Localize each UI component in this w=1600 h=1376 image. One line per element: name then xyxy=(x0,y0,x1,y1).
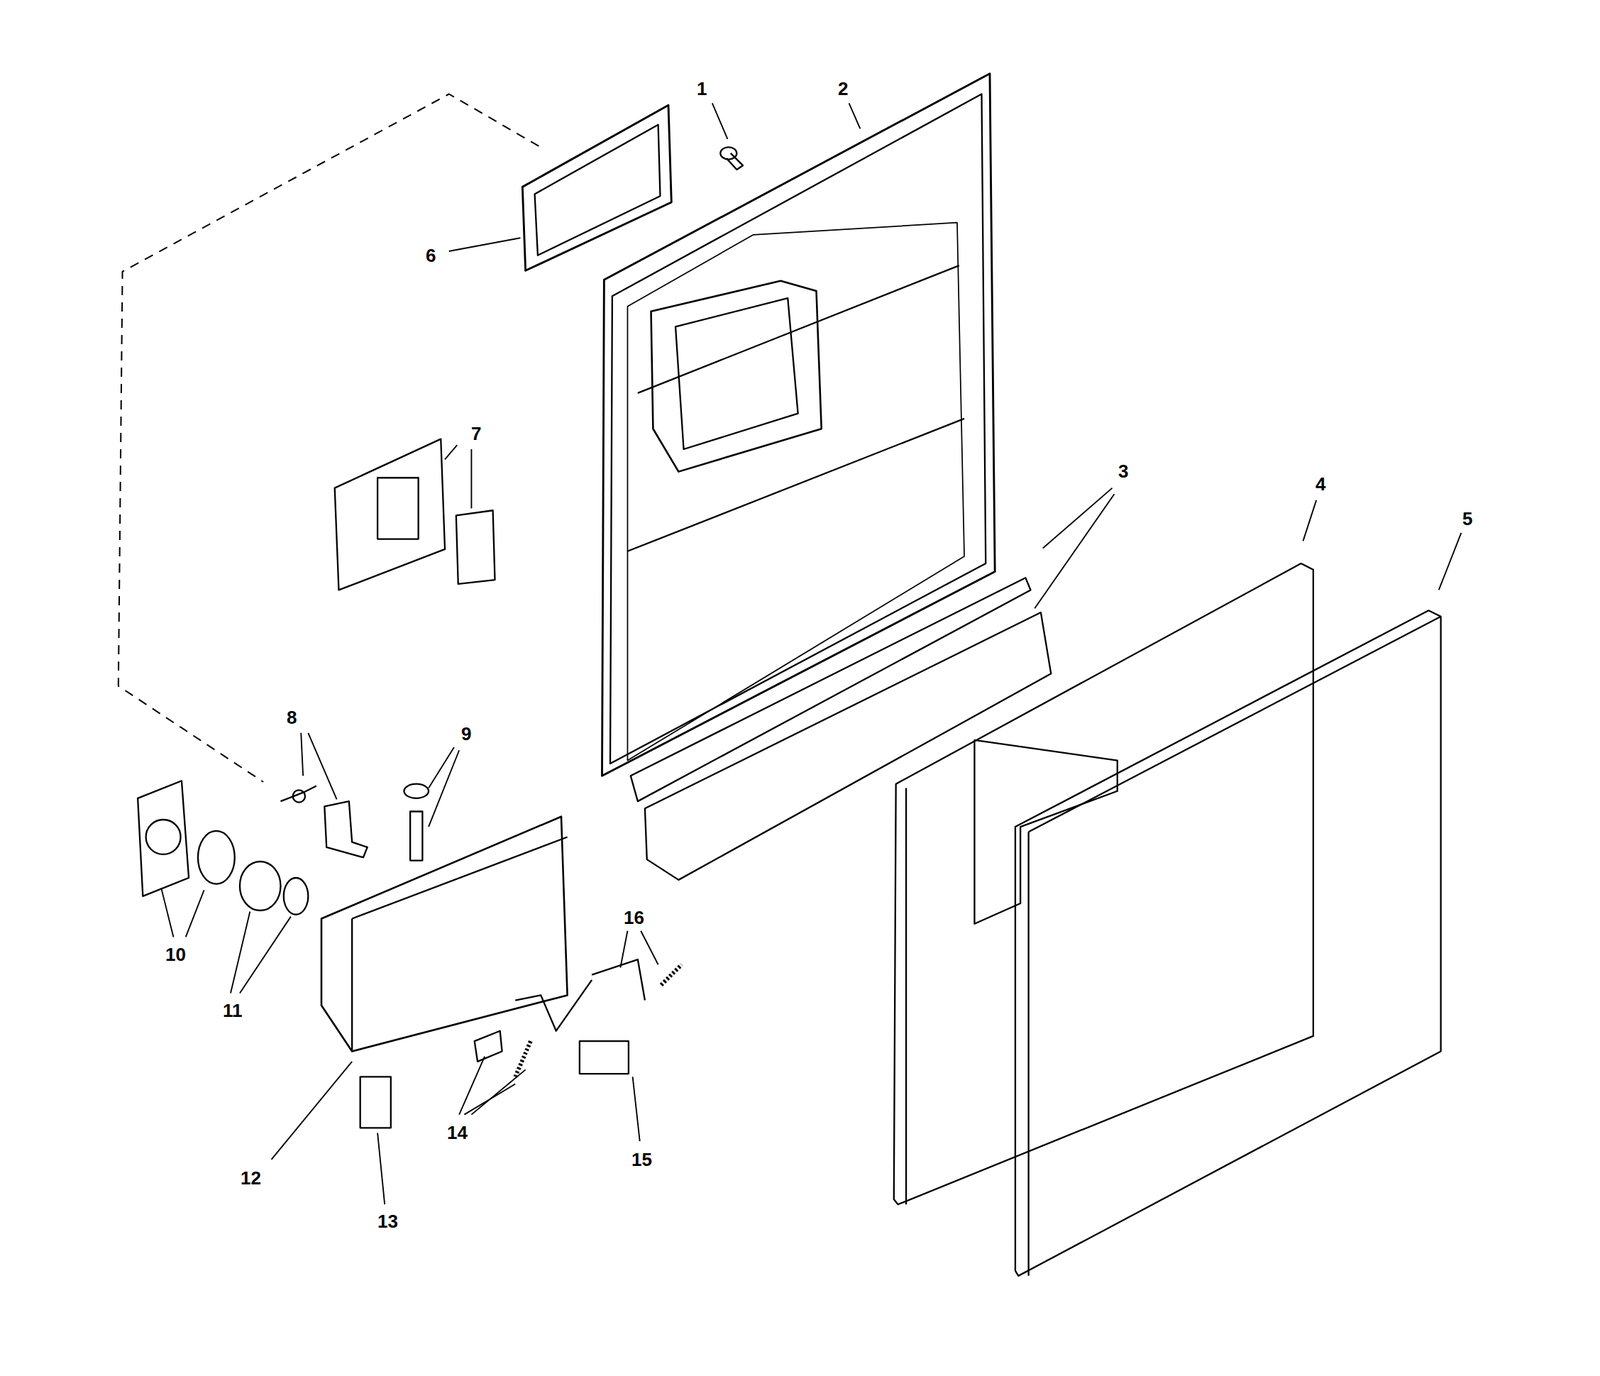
lever xyxy=(324,801,367,858)
dispenser-housing-edge xyxy=(351,918,353,1052)
inner-door-crease xyxy=(637,265,960,394)
inner-door-rim xyxy=(610,94,986,764)
leader-lines xyxy=(161,102,1461,1205)
dispenser-opening xyxy=(651,280,822,472)
inner-door-panel xyxy=(602,73,996,776)
front-door-panel-edge xyxy=(1028,616,1442,832)
o-ring xyxy=(283,877,309,915)
dispenser-cap xyxy=(146,819,181,855)
latch xyxy=(474,1030,503,1062)
inner-door-crease xyxy=(627,418,965,552)
callout-number: 4 xyxy=(1315,474,1326,494)
front-door-panel xyxy=(1015,610,1442,1276)
knob xyxy=(404,784,430,799)
outer-door-panel xyxy=(894,563,1314,1205)
callout-number: 6 xyxy=(425,246,436,265)
gasket-inner xyxy=(534,124,661,256)
callout-number: 7 xyxy=(471,424,482,443)
callout-number: 11 xyxy=(222,1001,243,1020)
callout-number: 2 xyxy=(837,79,848,98)
callout-number: 9 xyxy=(461,724,472,743)
callout-number: 1 xyxy=(696,79,707,98)
callout-number: 5 xyxy=(1462,509,1473,528)
callout-number: 8 xyxy=(286,708,297,727)
callout-number: 3 xyxy=(1118,461,1129,481)
panel-cutout xyxy=(974,740,1117,924)
spring xyxy=(661,964,682,985)
callout-number: 16 xyxy=(623,908,645,927)
group-dash-line xyxy=(118,94,540,782)
outer-door-panel-edge xyxy=(905,787,907,1205)
clip xyxy=(360,1076,391,1128)
gasket xyxy=(522,105,672,271)
rinse-aid-grid xyxy=(377,477,419,539)
callout-number: 15 xyxy=(631,1150,653,1169)
callout-number: 14 xyxy=(447,1123,468,1142)
plunger xyxy=(410,811,423,861)
latch-arm xyxy=(515,979,592,1031)
dispenser-housing-edge xyxy=(351,836,567,919)
bottom-trim-plate xyxy=(644,612,1051,880)
bottom-trim-bar xyxy=(630,577,1031,802)
switch xyxy=(579,1040,629,1074)
dispenser-housing xyxy=(321,816,568,1052)
dispenser-cup xyxy=(239,861,281,911)
latch-arm xyxy=(591,959,645,1001)
rinse-aid-lid xyxy=(456,510,496,584)
front-door-panel-edge xyxy=(1027,831,1029,1276)
seal-ring xyxy=(197,830,235,885)
inner-door-tub xyxy=(627,222,965,761)
rinse-aid-cover xyxy=(334,439,445,591)
dispenser-opening-inner xyxy=(675,298,799,450)
dispenser-cap-frame xyxy=(137,780,189,897)
callout-number: 13 xyxy=(377,1211,399,1231)
screw xyxy=(726,153,743,170)
callout-number: 12 xyxy=(240,1168,262,1188)
spring xyxy=(280,786,316,802)
callout-number: 10 xyxy=(165,945,186,964)
